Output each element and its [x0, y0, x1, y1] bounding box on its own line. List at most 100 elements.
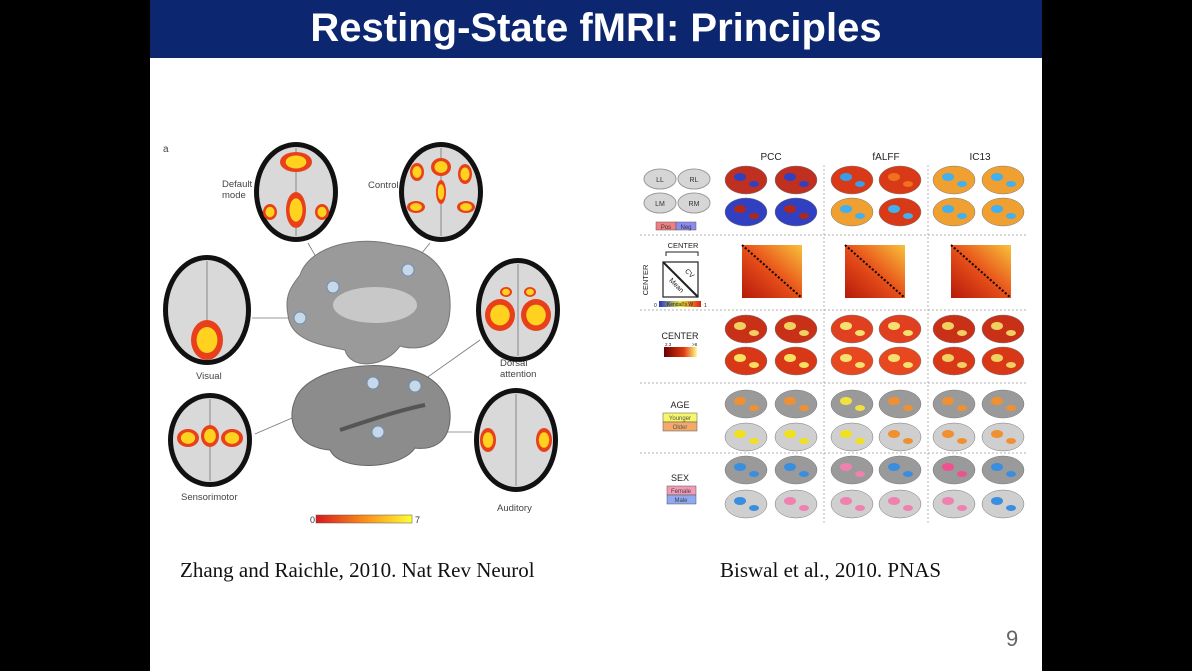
label-mode: mode — [222, 190, 246, 201]
brain-surface — [981, 489, 1025, 519]
concordance-matrix — [844, 244, 906, 299]
activation-patch — [957, 438, 967, 444]
surface-brain — [724, 389, 768, 419]
activation-patch — [855, 438, 865, 444]
activation-patch — [784, 173, 796, 181]
activation-patch — [957, 362, 967, 368]
activation-core — [434, 161, 448, 173]
surface-brain — [724, 165, 768, 195]
activation-patch — [749, 213, 759, 219]
axial-slice-auditory — [474, 388, 558, 492]
right-figure: PCC fALFF IC13 LL RL LM — [640, 152, 1028, 525]
brain-surface — [830, 422, 874, 452]
surface-brain — [878, 422, 922, 452]
activation-patch — [749, 438, 759, 444]
activation-patch — [903, 438, 913, 444]
activation-patch — [840, 354, 852, 362]
title-bar: Resting-State fMRI: Principles — [150, 0, 1042, 58]
activation-patch — [749, 362, 759, 368]
surface-brain — [878, 346, 922, 376]
activation-patch — [855, 405, 865, 411]
column-header-pcc: PCC — [760, 152, 781, 163]
activation-patch — [734, 322, 746, 330]
surface-brain — [932, 455, 976, 485]
surface-brain — [932, 346, 976, 376]
brain-surface — [724, 455, 768, 485]
age-legend: AGE Younger Older — [662, 400, 698, 432]
surface-brain — [774, 455, 818, 485]
network-labels: Default mode Control Visual Dorsal atten… — [181, 179, 536, 514]
activation-patch — [942, 497, 954, 505]
grid-separators — [640, 165, 1028, 525]
brain-surface — [830, 389, 874, 419]
diagram-side-label: CENTER — [641, 264, 650, 295]
surface-brain — [981, 165, 1025, 195]
brain-surface — [981, 165, 1025, 195]
activation-patch — [957, 471, 967, 477]
brain-surface — [878, 346, 922, 376]
activation-patch — [942, 354, 954, 362]
label-visual: Visual — [196, 371, 222, 382]
column-headers: PCC fALFF IC13 — [760, 152, 991, 163]
activation-patch — [784, 322, 796, 330]
page-number: 9 — [1006, 626, 1019, 651]
brain-surface — [724, 346, 768, 376]
brain-surface — [830, 165, 874, 195]
surface-brain — [724, 489, 768, 519]
sex-legend: SEX Female Male — [666, 473, 697, 505]
brain-surface — [830, 197, 874, 227]
slide-title: Resting-State fMRI: Principles — [310, 6, 882, 50]
activation-patch — [1006, 181, 1016, 187]
activation-patch — [991, 205, 1003, 213]
activation-core — [526, 288, 534, 296]
activation-patch — [991, 397, 1003, 405]
view-rl: RL — [690, 177, 699, 184]
surface-brain — [981, 389, 1025, 419]
activation-patch — [749, 405, 759, 411]
activation-patch — [991, 354, 1003, 362]
surface-brain — [981, 422, 1025, 452]
activation-core — [317, 206, 327, 218]
activation-patch — [855, 471, 865, 477]
activation-patch — [840, 173, 852, 181]
left-caption: Zhang and Raichle, 2010. Nat Rev Neurol — [180, 558, 535, 582]
axial-slice-control — [399, 142, 483, 242]
surface-brain — [724, 346, 768, 376]
center-scale-max: >8 — [692, 342, 698, 347]
activation-patch — [942, 173, 954, 181]
age-label: AGE — [670, 400, 689, 410]
activation-patch — [799, 362, 809, 368]
activation-patch — [855, 181, 865, 187]
surface-brain — [724, 422, 768, 452]
activation-patch — [888, 322, 900, 330]
surface-brain — [878, 489, 922, 519]
activation-patch — [957, 405, 967, 411]
surface-brain — [830, 389, 874, 419]
kendall-max: 1 — [704, 303, 707, 309]
activation-patch — [799, 471, 809, 477]
center-row-label: CENTER — [661, 331, 699, 341]
activation-patch — [734, 173, 746, 181]
surface-brain — [774, 346, 818, 376]
activation-core — [412, 166, 422, 178]
activation-patch — [957, 505, 967, 511]
surface-brain — [932, 197, 976, 227]
brain-surface — [774, 389, 818, 419]
activation-patch — [903, 181, 913, 187]
activation-patch — [749, 181, 759, 187]
surface-brain — [724, 197, 768, 227]
view-ll: LL — [656, 177, 664, 184]
surface-brain — [981, 314, 1025, 344]
activation-patch — [903, 405, 913, 411]
brain-surface — [878, 422, 922, 452]
axial-slice-sensorimotor — [168, 393, 252, 487]
activation-patch — [734, 205, 746, 213]
center-row-legend: CENTER 2.3 >8 — [661, 331, 699, 357]
brain-surface — [774, 165, 818, 195]
activation-core — [224, 432, 240, 444]
matrix-diagonal — [950, 244, 1012, 299]
activation-patch — [840, 397, 852, 405]
activation-patch — [734, 497, 746, 505]
activation-core — [410, 203, 422, 211]
